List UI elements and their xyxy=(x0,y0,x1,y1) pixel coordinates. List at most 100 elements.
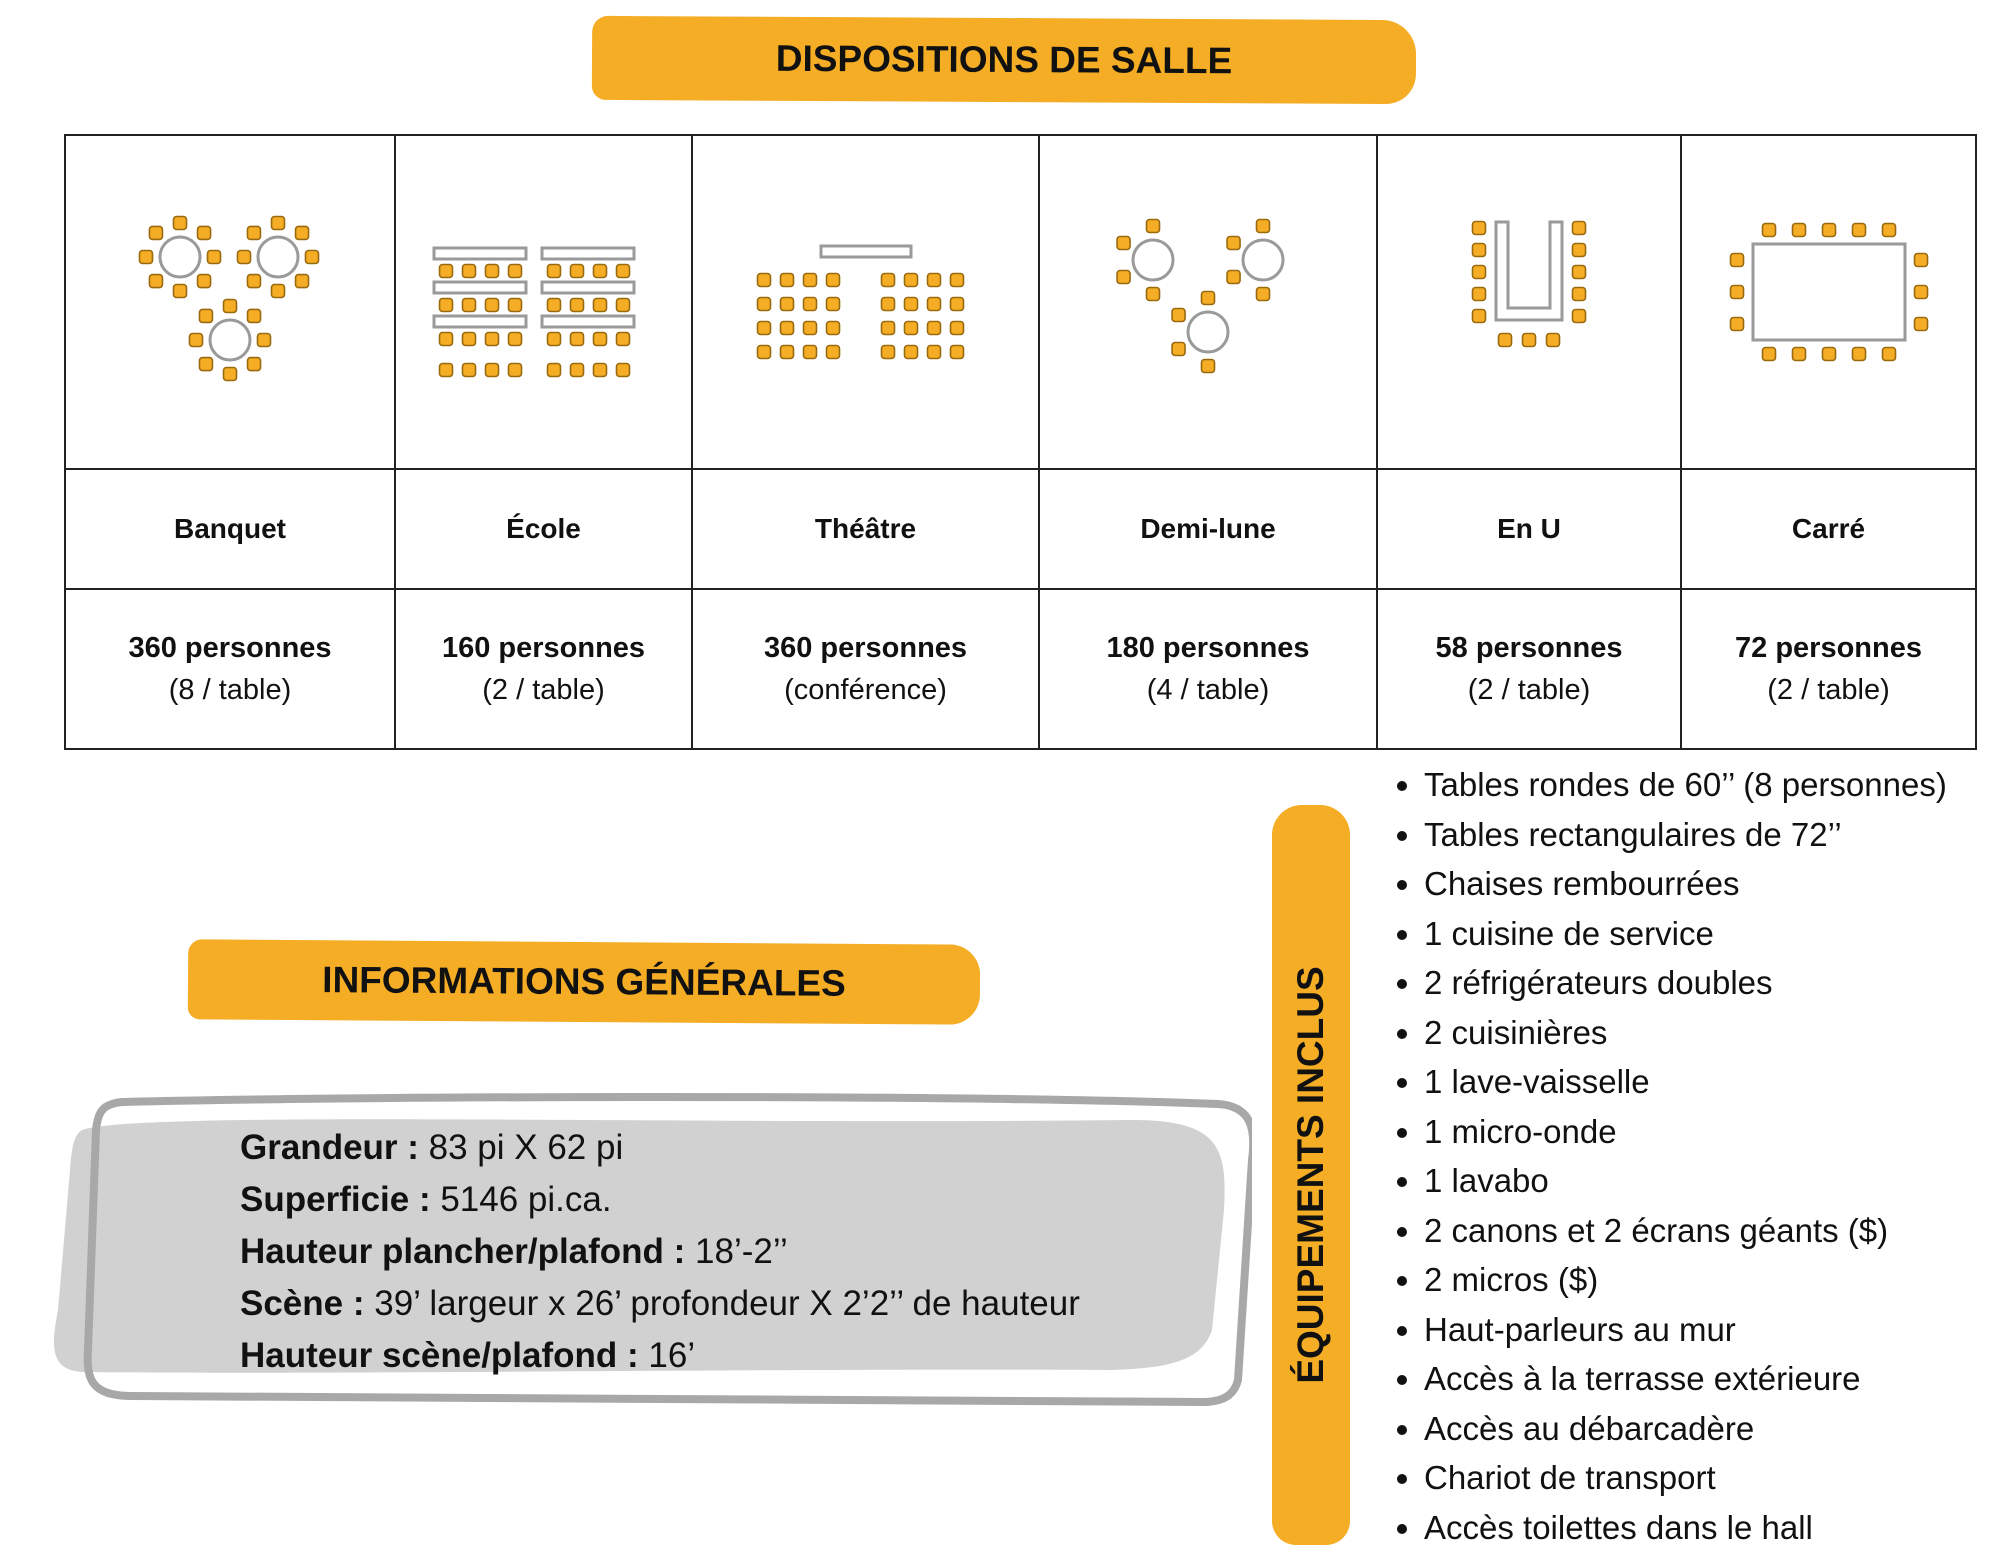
chair-icon xyxy=(593,265,606,278)
chair-icon xyxy=(1523,334,1536,347)
layout-name: En U xyxy=(1377,469,1681,589)
rect-table-icon xyxy=(434,282,526,293)
info-value: 18’-2’’ xyxy=(685,1232,787,1271)
chair-icon xyxy=(247,226,260,239)
chair-icon xyxy=(485,364,498,377)
info-value: 16’ xyxy=(639,1336,695,1375)
chair-icon xyxy=(803,298,816,311)
chair-icon xyxy=(149,275,162,288)
round-table-icon xyxy=(1188,312,1228,352)
equipment-item: 2 réfrigérateurs doubles xyxy=(1424,958,1947,1008)
chair-icon xyxy=(904,298,917,311)
chair-icon xyxy=(1573,244,1586,257)
chair-icon xyxy=(248,358,261,371)
rect-table-icon xyxy=(1753,244,1905,340)
layout-cell-demi-lune xyxy=(1039,135,1377,469)
rect-table-icon xyxy=(434,316,526,327)
layouts-title-banner: DISPOSITIONS DE SALLE xyxy=(592,16,1416,104)
chair-icon xyxy=(780,274,793,287)
chair-icon xyxy=(593,333,606,346)
chair-icon xyxy=(780,346,793,359)
chair-icon xyxy=(140,251,153,264)
info-label: Superficie : xyxy=(240,1180,431,1219)
square-layout-icon xyxy=(1699,182,1959,422)
chair-icon xyxy=(1762,348,1775,361)
equipment-item: Tables rectangulaires de 72’’ xyxy=(1424,810,1947,860)
chair-icon xyxy=(174,285,187,298)
equipment-list: Tables rondes de 60’’ (8 personnes) Tabl… xyxy=(1392,760,1947,1552)
chair-icon xyxy=(1882,224,1895,237)
layout-capacity-note: (conférence) xyxy=(693,669,1038,711)
theatre-layout-icon xyxy=(736,182,996,422)
general-info-list: Grandeur : 83 pi X 62 pi Superficie : 51… xyxy=(240,1122,1080,1382)
chair-icon xyxy=(1914,318,1927,331)
chair-icon xyxy=(803,346,816,359)
equipment-item: 2 micros ($) xyxy=(1424,1255,1947,1305)
rect-table-icon xyxy=(542,282,634,293)
layout-capacity-note: (2 / table) xyxy=(1682,669,1975,711)
info-value: 5146 pi.ca. xyxy=(431,1180,612,1219)
info-label: Hauteur plancher/plafond : xyxy=(240,1232,685,1271)
half-moon-layout-icon xyxy=(1078,182,1338,422)
chair-icon xyxy=(757,346,770,359)
rect-table-icon xyxy=(821,246,911,257)
chair-icon xyxy=(272,217,285,230)
chair-icon xyxy=(1792,224,1805,237)
chair-icon xyxy=(1882,348,1895,361)
layout-cell-en-u xyxy=(1377,135,1681,469)
info-value: 39’ largeur x 26’ profondeur X 2’2’’ de … xyxy=(365,1284,1080,1323)
chair-icon xyxy=(1573,310,1586,323)
chair-icon xyxy=(1473,244,1486,257)
layout-capacity-cell: 360 personnes(8 / table) xyxy=(65,589,395,749)
chair-icon xyxy=(547,333,560,346)
chair-icon xyxy=(1473,222,1486,235)
chair-icon xyxy=(1573,222,1586,235)
chair-icon xyxy=(296,275,309,288)
banquet-layout-icon xyxy=(100,182,360,422)
rect-table-icon xyxy=(434,248,526,259)
chair-icon xyxy=(547,299,560,312)
equipment-item: Tables rondes de 60’’ (8 personnes) xyxy=(1424,760,1947,810)
chair-icon xyxy=(208,251,221,264)
equipment-item: Chaises rembourrées xyxy=(1424,859,1947,909)
chair-icon xyxy=(439,265,452,278)
layout-capacity: 160 personnes xyxy=(396,627,691,669)
layout-capacity-row: 360 personnes(8 / table) 160 personnes (2… xyxy=(65,589,1976,749)
layout-name: École xyxy=(395,469,692,589)
chair-icon xyxy=(439,364,452,377)
chair-icon xyxy=(1257,220,1270,233)
chair-icon xyxy=(1730,286,1743,299)
chair-icon xyxy=(904,346,917,359)
chair-icon xyxy=(1172,309,1185,322)
chair-icon xyxy=(881,274,894,287)
chair-icon xyxy=(199,309,212,322)
layout-cell-ecole xyxy=(395,135,692,469)
chair-icon xyxy=(508,265,521,278)
chair-icon xyxy=(198,275,211,288)
chair-icon xyxy=(1147,288,1160,301)
chair-icon xyxy=(198,226,211,239)
chair-icon xyxy=(1202,292,1215,305)
chair-icon xyxy=(1852,348,1865,361)
chair-icon xyxy=(1227,237,1240,250)
chair-icon xyxy=(199,358,212,371)
equipment-item: 1 lave-vaisselle xyxy=(1424,1057,1947,1107)
chair-icon xyxy=(224,300,237,313)
info-row-scene: Scène : 39’ largeur x 26’ profondeur X 2… xyxy=(240,1278,1080,1330)
layout-capacity: 360 personnes xyxy=(66,627,394,669)
chair-icon xyxy=(272,285,285,298)
equipment-banner: ÉQUIPEMENTS INCLUS xyxy=(1272,805,1350,1545)
chair-icon xyxy=(485,333,498,346)
layout-name: Demi-lune xyxy=(1039,469,1377,589)
chair-icon xyxy=(1573,288,1586,301)
equipment-item: 2 cuisinières xyxy=(1424,1008,1947,1058)
chair-icon xyxy=(826,322,839,335)
chair-icon xyxy=(485,265,498,278)
info-label: Hauteur scène/plafond : xyxy=(240,1336,639,1375)
chair-icon xyxy=(296,226,309,239)
layout-capacity-note: (8 / table) xyxy=(66,669,394,711)
school-layout-icon xyxy=(414,182,674,422)
layout-capacity-note: (4 / table) xyxy=(1040,669,1376,711)
rect-table-icon xyxy=(542,248,634,259)
chair-icon xyxy=(306,251,319,264)
